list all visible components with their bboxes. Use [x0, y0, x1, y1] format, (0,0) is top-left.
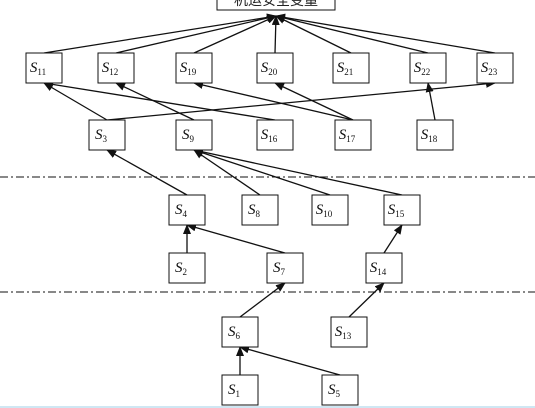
node-box [97, 52, 135, 84]
node-s23: S23 [476, 52, 514, 84]
node-box [175, 52, 213, 84]
node-s8: S8 [241, 194, 279, 226]
node-s6: S6 [221, 316, 259, 348]
node-box [332, 52, 370, 84]
edge-s14-to-s15 [383, 224, 403, 254]
node-label: S14 [370, 260, 387, 277]
node-label: S10 [316, 202, 333, 219]
node-label: S21 [337, 60, 354, 77]
node-s3: S3 [88, 119, 126, 151]
node-s13: S13 [330, 316, 368, 348]
node-box [221, 374, 259, 406]
node-label: S9 [182, 127, 195, 144]
node-s7: S7 [266, 252, 304, 284]
node-label: S2 [175, 260, 187, 277]
node-box [321, 374, 359, 406]
edge-s3-to-s23 [106, 79, 496, 121]
edge-layer [43, 13, 496, 376]
node-label: S16 [261, 127, 278, 144]
edge-s21-to-top [275, 15, 352, 54]
node-box [409, 52, 447, 84]
edge-s9-to-s12 [115, 82, 195, 121]
node-label: S17 [339, 127, 356, 144]
edge-s7-to-s4 [186, 223, 286, 254]
edge-s15-to-s9 [193, 147, 403, 196]
node-s18: S18 [416, 119, 454, 151]
node-box [416, 119, 454, 151]
edge-s18-to-s22 [425, 82, 436, 121]
node-label: S22 [414, 60, 431, 77]
node-box [311, 194, 349, 226]
node-s16: S16 [256, 119, 294, 151]
node-s19: S19 [175, 52, 213, 84]
node-s12: S12 [97, 52, 135, 84]
node-s9: S9 [175, 119, 213, 151]
edge-s23-to-top [275, 13, 496, 54]
edge-s19-to-top [193, 15, 277, 54]
edge-s20-to-top [271, 15, 280, 54]
node-s20: S20 [256, 52, 294, 84]
edge-s12-to-top [115, 14, 277, 54]
edge-s5-to-s6 [239, 345, 341, 376]
node-s2: S2 [168, 252, 206, 284]
node-s5: S5 [321, 374, 359, 406]
node-label: S13 [335, 324, 352, 341]
node-box [256, 119, 294, 151]
node-s11: S11 [25, 52, 63, 84]
edge-s6-to-s7 [239, 282, 286, 318]
node-label: S4 [175, 202, 188, 219]
node-box [365, 252, 403, 284]
node-s14: S14 [365, 252, 403, 284]
node-s15: S15 [383, 194, 421, 226]
node-label: S3 [95, 127, 108, 144]
node-box [256, 52, 294, 84]
edge-s16-to-s11 [43, 80, 276, 121]
node-label: S15 [388, 202, 405, 219]
node-s22: S22 [409, 52, 447, 84]
node-label: S23 [481, 60, 498, 77]
edge-s17-to-s20 [274, 82, 354, 121]
node-s17: S17 [334, 119, 372, 151]
node-box [25, 52, 63, 84]
node-label: S5 [328, 382, 341, 399]
node-s1: S1 [221, 374, 259, 406]
node-s10: S10 [311, 194, 349, 226]
node-label: S18 [421, 127, 438, 144]
node-label: S6 [228, 324, 241, 341]
node-label: S11 [30, 60, 46, 77]
node-box [334, 119, 372, 151]
edge-s17-to-s19 [193, 81, 354, 121]
edge-s4-to-s3 [106, 149, 188, 196]
node-box [168, 194, 206, 226]
node-box [168, 252, 206, 284]
node-label: S1 [228, 382, 240, 399]
edge-s11-to-top [43, 13, 277, 54]
node-box [266, 252, 304, 284]
node-s21: S21 [332, 52, 370, 84]
edge-s22-to-top [275, 14, 429, 54]
node-label: S12 [102, 60, 119, 77]
top-node: 机运安全变量 [216, 0, 336, 11]
edge-s8-to-s9 [193, 149, 261, 196]
edge-s3-to-s11 [43, 82, 108, 121]
node-box [383, 194, 421, 226]
node-box [175, 119, 213, 151]
node-box [221, 316, 259, 348]
node-box [241, 194, 279, 226]
edge-s13-to-s14 [348, 282, 385, 318]
node-box [330, 316, 368, 348]
node-label: S7 [273, 260, 286, 277]
node-box [88, 119, 126, 151]
node-box [476, 52, 514, 84]
node-s4: S4 [168, 194, 206, 226]
edge-s10-to-s9 [193, 149, 331, 196]
node-label: S19 [180, 60, 197, 77]
top-node-label: 机运安全变量 [234, 0, 318, 9]
node-label: S20 [261, 60, 278, 77]
node-label: S8 [248, 202, 261, 219]
